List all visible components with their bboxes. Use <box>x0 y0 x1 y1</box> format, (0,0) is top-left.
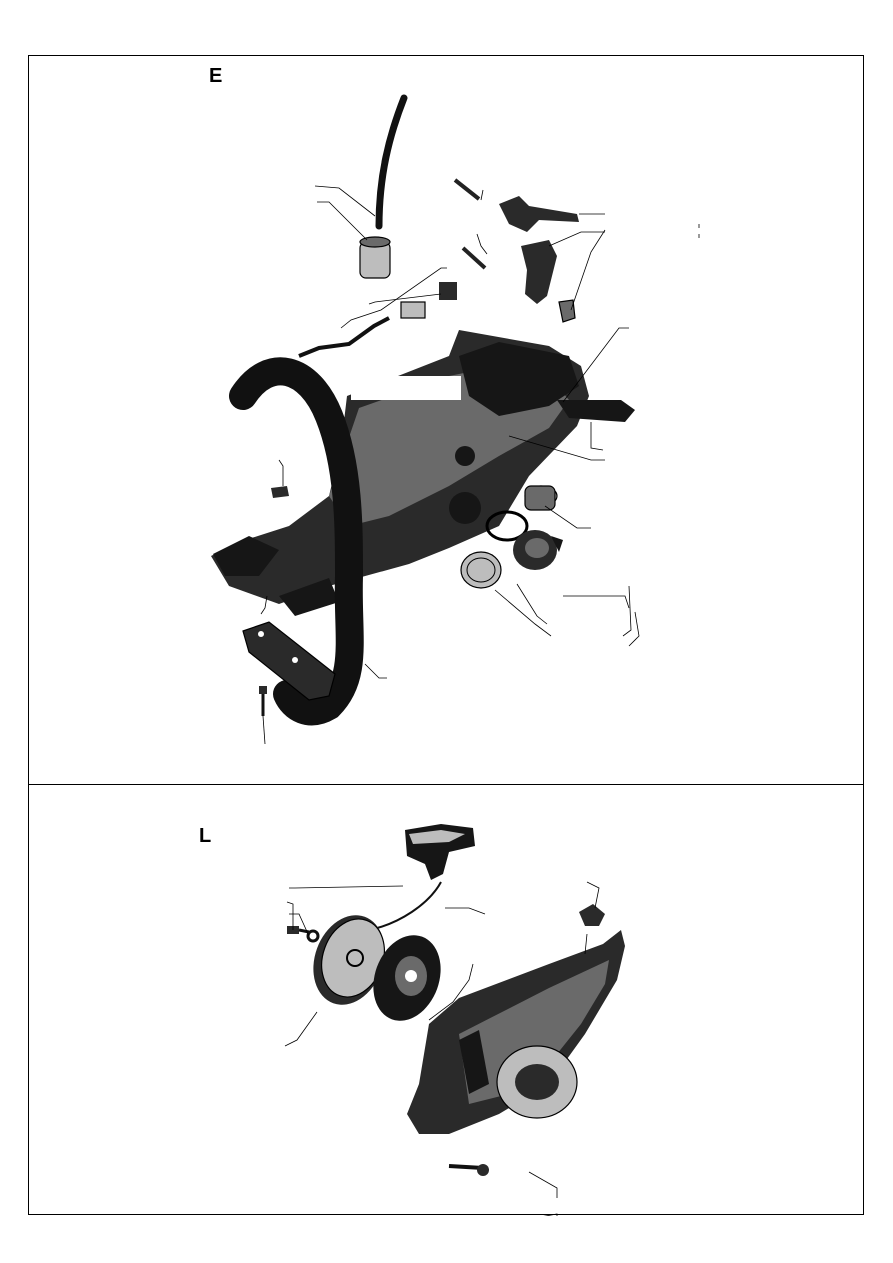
bottom-screw <box>259 686 267 716</box>
handle-bracket <box>242 621 336 701</box>
throttle-trigger <box>521 240 557 304</box>
starter-housing <box>407 930 625 1134</box>
choke-rod-sleeve <box>400 301 426 319</box>
exploded-diagram-starter <box>284 824 625 1216</box>
fuel-filter <box>359 236 391 279</box>
choke-rod-nut <box>439 282 457 300</box>
starter-rope <box>368 881 442 931</box>
throttle-lock-lever <box>499 196 579 232</box>
housing-bolt <box>448 1164 489 1176</box>
panel-section-l: L <box>29 784 863 1216</box>
fuel-cap <box>513 530 563 570</box>
panel-section-e: E <box>29 56 863 785</box>
starter-pawl-knob <box>579 904 605 926</box>
fuel-hose <box>375 94 408 230</box>
section-letter-e: E <box>209 65 223 87</box>
starter-washer <box>306 929 320 943</box>
pin-lower <box>461 246 487 270</box>
choke-rod <box>298 316 390 358</box>
tank-opening-oil <box>449 492 481 524</box>
leader-lines-bottom <box>284 881 600 1216</box>
front-handle-bar <box>229 357 364 726</box>
oil-cap <box>524 485 558 511</box>
pin-upper <box>453 178 481 201</box>
page-frame: E <box>28 55 864 1216</box>
section-letter-l: L <box>199 825 212 847</box>
recoil-spring-cassette <box>373 935 441 1021</box>
starter-handle <box>405 824 475 880</box>
side-screw <box>271 486 289 498</box>
exploded-diagram-handle-tank <box>211 94 700 745</box>
cap-gasket-ring <box>485 510 529 542</box>
leader-lines <box>260 185 640 745</box>
starter-screw <box>287 926 310 934</box>
tank-housing <box>211 330 589 616</box>
rear-grip-cover <box>557 400 635 422</box>
tank-opening-fuel <box>455 446 475 466</box>
small-clip <box>558 299 576 323</box>
rope-pulley <box>313 915 385 1005</box>
